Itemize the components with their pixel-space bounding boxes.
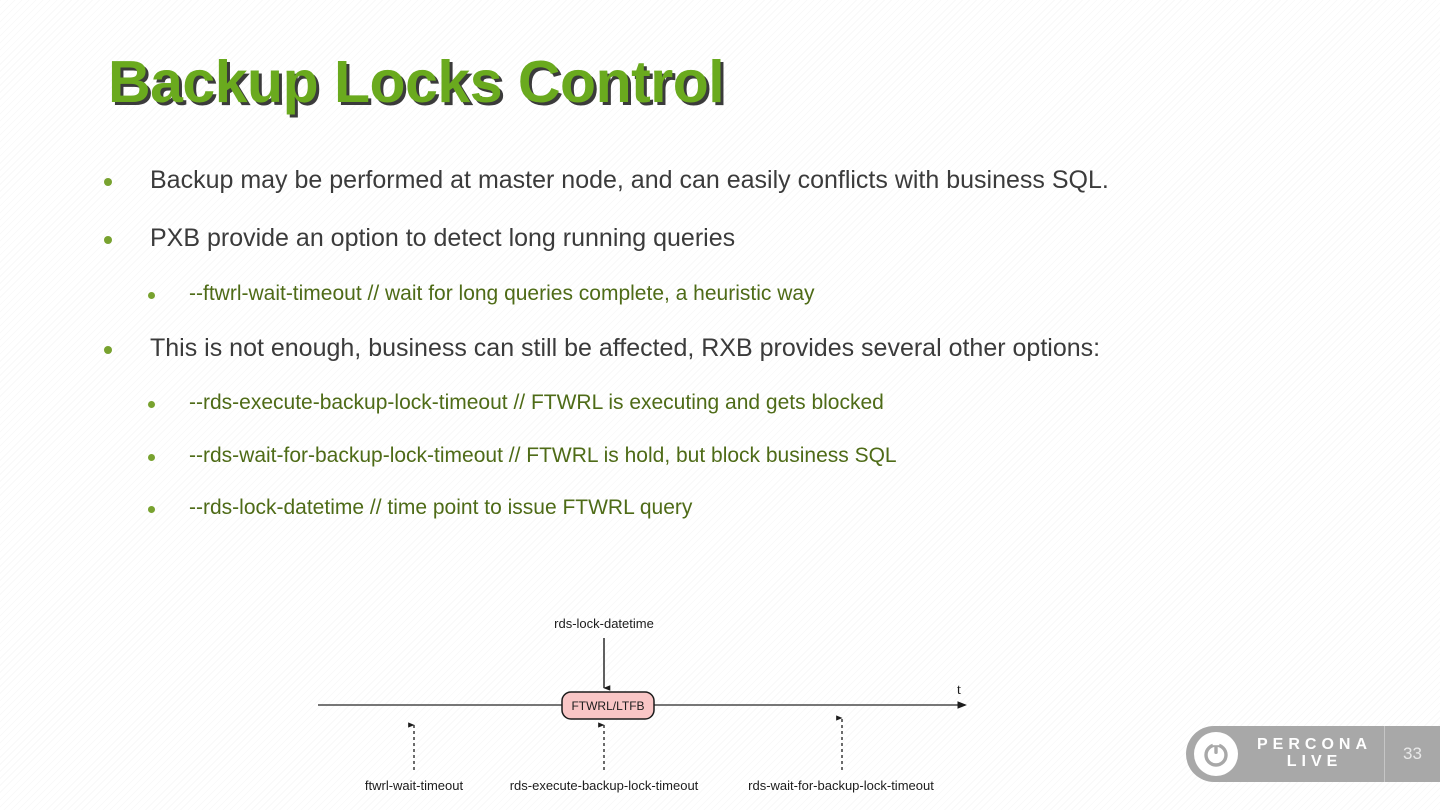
bullet-dot-icon [148, 291, 155, 299]
bullet-dot-icon [148, 401, 155, 409]
percona-live-logo: PERCONA LIVE 33 [1186, 726, 1440, 782]
list-item: --rds-lock-datetime // time point to iss… [104, 496, 1364, 520]
logo-line-live: LIVE [1286, 753, 1343, 770]
bullet-dot-icon [104, 235, 112, 244]
bullet-list: Backup may be performed at master node, … [104, 166, 1364, 548]
list-item-label: --rds-lock-datetime // time point to iss… [189, 495, 693, 519]
ftwrl-box [561, 691, 655, 720]
bullet-dot-icon [104, 345, 112, 354]
top-annotation-label: rds-lock-datetime [554, 616, 654, 631]
page-title: Backup Locks Control [108, 49, 725, 115]
list-item: PXB provide an option to detect long run… [104, 224, 1364, 253]
logo-divider [1384, 726, 1386, 782]
list-item-label: PXB provide an option to detect long run… [150, 223, 736, 252]
axis-label-t: t [957, 682, 962, 698]
bullet-dot-icon [104, 178, 112, 186]
list-item: This is not enough, business can still b… [104, 334, 1364, 363]
logo-line-percona: PERCONA [1257, 736, 1373, 754]
logo-wordmark: PERCONA LIVE [1252, 736, 1373, 771]
bullet-dot-icon [148, 505, 155, 513]
ftwrl-box-label: FTWRL/LTFB [571, 699, 644, 713]
list-item-label: --rds-wait-for-backup-lock-timeout // FT… [189, 443, 897, 467]
power-button-icon [1194, 732, 1238, 776]
list-item-label: --rds-execute-backup-lock-timeout // FTW… [189, 391, 884, 415]
list-item: --rds-wait-for-backup-lock-timeout // FT… [104, 444, 1364, 468]
list-item: Backup may be performed at master node, … [104, 166, 1364, 195]
bottom-label-rds-wait-for-backup-lock-timeout: rds-wait-for-backup-lock-timeout [748, 778, 934, 793]
list-item: --ftwrl-wait-timeout // wait for long qu… [104, 282, 1364, 306]
bullet-dot-icon [148, 453, 155, 461]
bottom-label-ftwrl-wait-timeout: ftwrl-wait-timeout [365, 778, 464, 793]
timeline-diagram: t rds-lock-datetime FTWRL/LTFB ftwrl-wai… [310, 610, 990, 800]
list-item-label: --ftwrl-wait-timeout // wait for long qu… [189, 281, 815, 305]
list-item: --rds-execute-backup-lock-timeout // FTW… [104, 391, 1364, 415]
page-number: 33 [1403, 744, 1422, 763]
list-item-label: This is not enough, business can still b… [150, 333, 1101, 362]
list-item-label: Backup may be performed at master node, … [150, 166, 1109, 194]
bottom-label-rds-execute-backup-lock-timeout: rds-execute-backup-lock-timeout [510, 778, 699, 793]
